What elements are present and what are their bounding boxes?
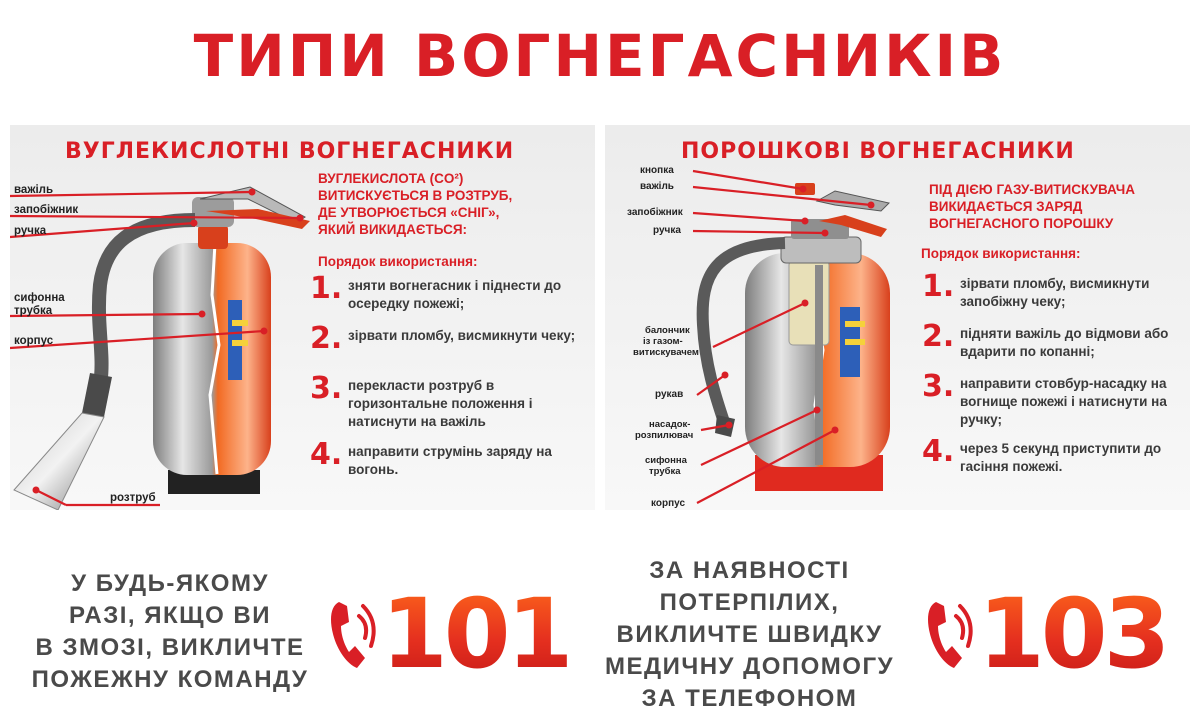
co2-extinguisher-diagram: важіль запобіжник ручка сифонна трубка к… <box>10 184 310 510</box>
fire-call-line: У БУДЬ-ЯКОМУ <box>71 570 269 597</box>
co2-description-line: ВИТИСКУЄТЬСЯ В РОЗТРУБ, <box>318 188 513 203</box>
label-nozzle-1: насадок- <box>649 419 690 430</box>
fire-call-line: В ЗМОЗІ, ВИКЛИЧТЕ <box>35 634 305 661</box>
step-number: 2. <box>922 319 955 354</box>
label-siphon-1: сифонна <box>645 455 688 466</box>
step-text: перекласти розтруб в горизонтальне полож… <box>348 378 533 429</box>
step-number: 3. <box>922 369 955 404</box>
step-number: 3. <box>310 371 343 406</box>
page-title: ТИПИ ВОГНЕГАСНИКІВ <box>193 22 1007 90</box>
phone-handset-icon <box>928 602 973 668</box>
step-number: 1. <box>922 269 955 304</box>
label-siphon-1: сифонна <box>14 292 65 304</box>
step-text: направити струмінь заряду на вогонь. <box>348 444 552 477</box>
label-handle: ручка <box>653 225 681 236</box>
label-lever: важіль <box>14 184 53 196</box>
step-number: 2. <box>310 321 343 356</box>
label-body: корпус <box>651 498 685 509</box>
co2-description-line: ЯКИЙ ВИКИДАЄТЬСЯ: <box>318 222 468 237</box>
step-text: направити стовбур-насадку на вогнище пож… <box>960 376 1167 427</box>
step-text: підняти важіль до відмови або вдарити по… <box>960 326 1169 359</box>
label-nozzle-2: розпилювач <box>635 430 693 441</box>
medical-phone-number[interactable]: 103 <box>922 578 1170 690</box>
co2-extinguisher-panel: важіль запобіжник ручка сифонна трубка к… <box>10 125 595 510</box>
label-button: кнопка <box>640 165 674 176</box>
powder-usage-title: Порядок використання: <box>921 246 1081 261</box>
step-text: через 5 секунд приступити до гасіння пож… <box>960 441 1162 474</box>
fire-call-text: У БУДЬ-ЯКОМУ РАЗІ, ЯКЩО ВИ В ЗМОЗІ, ВИКЛ… <box>0 568 340 696</box>
medical-call-text: ЗА НАЯВНОСТІ ПОТЕРПІЛИХ, ВИКЛИЧТЕ ШВИДКУ… <box>582 555 917 715</box>
powder-description-line: ВОГНЕГАСНОГО ПОРОШКУ <box>929 216 1114 231</box>
step-text: зняти вогнегасник і піднести до осередку… <box>348 278 562 311</box>
powder-extinguisher-panel: кнопка важіль запобіжник ручка балончик … <box>605 125 1190 510</box>
co2-description: ВУГЛЕКИСЛОТА (CO²) ВИТИСКУЄТЬСЯ В РОЗТРУ… <box>318 170 512 238</box>
powder-extinguisher-icon <box>696 183 890 491</box>
co2-description-line: ВУГЛЕКИСЛОТА (CO²) <box>318 171 464 186</box>
step-text: зірвати пломбу, висмикнути запобіжну чек… <box>960 276 1150 309</box>
powder-description: ПІД ДІЄЮ ГАЗУ-ВИТИСКУВАЧА ВИКИДАЄТЬСЯ ЗА… <box>929 181 1135 232</box>
label-siphon-2: трубка <box>14 305 53 317</box>
co2-usage-title: Порядок використання: <box>318 254 478 269</box>
co2-extinguisher-icon <box>13 186 310 510</box>
medical-call-line: ЗА ТЕЛЕФОНОМ <box>641 685 858 712</box>
co2-description-line: ДЕ УТВОРЮЄТЬСЯ «СНІГ», <box>318 205 500 220</box>
phone-handset-icon <box>331 602 376 668</box>
label-safety: запобіжник <box>14 204 78 216</box>
phone-number-101: 101 <box>381 578 573 690</box>
phone-number-103: 103 <box>978 578 1170 690</box>
fire-call-line: РАЗІ, ЯКЩО ВИ <box>68 602 272 629</box>
label-cartridge-3: витискувачем <box>633 347 699 358</box>
label-hose: рукав <box>655 389 683 400</box>
powder-extinguisher-diagram: кнопка важіль запобіжник ручка балончик … <box>627 165 890 509</box>
step-number: 4. <box>310 437 343 472</box>
medical-call-line: ПОТЕРПІЛИХ, <box>659 589 840 616</box>
label-lever: важіль <box>640 181 674 192</box>
fire-phone-number[interactable]: 101 <box>325 578 573 690</box>
step-number: 4. <box>922 434 955 469</box>
label-cartridge-2: із газом- <box>643 336 683 347</box>
powder-panel-title: ПОРОШКОВІ ВОГНЕГАСНИКИ <box>681 139 1075 164</box>
powder-description-line: ВИКИДАЄТЬСЯ ЗАРЯД <box>929 199 1083 214</box>
label-handle: ручка <box>14 225 47 237</box>
powder-pointer-lines <box>692 169 872 504</box>
step-text: зірвати пломбу, висмикнути чеку; <box>348 328 576 343</box>
label-horn: розтруб <box>110 492 156 504</box>
label-siphon-2: трубка <box>649 466 681 477</box>
fire-call-line: ПОЖЕЖНУ КОМАНДУ <box>31 666 309 693</box>
co2-pointer-lines <box>10 190 301 507</box>
co2-panel-title: ВУГЛЕКИСЛОТНІ ВОГНЕГАСНИКИ <box>65 139 515 164</box>
medical-call-line: МЕДИЧНУ ДОПОМОГУ <box>604 653 895 680</box>
label-body: корпус <box>14 335 54 347</box>
medical-call-line: ВИКЛИЧТЕ ШВИДКУ <box>616 621 883 648</box>
label-safety: запобіжник <box>627 206 684 218</box>
powder-description-line: ПІД ДІЄЮ ГАЗУ-ВИТИСКУВАЧА <box>929 182 1136 197</box>
step-number: 1. <box>310 271 343 306</box>
label-cartridge-1: балончик <box>645 325 690 336</box>
medical-call-line: ЗА НАЯВНОСТІ <box>649 557 850 584</box>
